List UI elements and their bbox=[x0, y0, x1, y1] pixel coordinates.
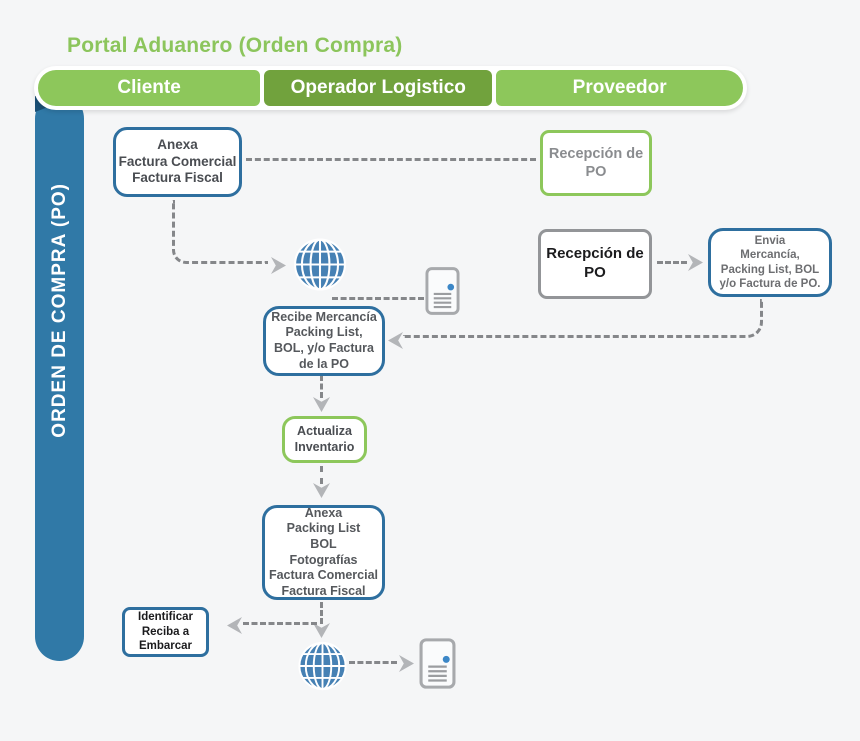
node-envia-mercancia-label: Envia Mercancía, Packing List, BOL y/o F… bbox=[719, 234, 821, 290]
diagram-title: Portal Aduanero (Orden Compra) bbox=[67, 34, 403, 57]
globe-icon bbox=[294, 238, 346, 291]
node-envia-mercancia: Envia Mercancía, Packing List, BOL y/o F… bbox=[708, 228, 832, 297]
connector-anexa-docs-to-globe bbox=[320, 602, 323, 624]
lane-label-proveedor: Proveedor bbox=[572, 77, 667, 98]
arrowhead-to-anexa-docs bbox=[313, 483, 330, 498]
node-anexa-facturas-label: Anexa Factura Comercial Factura Fiscal bbox=[118, 136, 237, 186]
node-recibe-mercancia: Recibe Mercancía Packing List, BOL, y/o … bbox=[263, 306, 385, 376]
node-recepcion-po-proveedor: Recepción de PO bbox=[540, 130, 652, 196]
server-icon bbox=[419, 638, 456, 689]
orden-de-compra-ribbon bbox=[35, 94, 84, 661]
node-recepcion-po-proveedor-label: Recepción de PO bbox=[548, 145, 644, 180]
lane-label-cliente: Cliente bbox=[117, 77, 181, 98]
arrowhead-to-envia bbox=[688, 254, 703, 271]
arrowhead-to-server-bottom bbox=[399, 655, 414, 672]
connector-to-identificar bbox=[243, 622, 317, 625]
arrowhead-to-globe-bottom bbox=[313, 623, 330, 638]
node-identificar-reciba: Identificar Reciba a Embarcar bbox=[122, 607, 209, 657]
node-actualiza-inventario: Actualiza Inventario bbox=[282, 416, 367, 463]
lane-header-proveedor: Proveedor bbox=[496, 70, 743, 106]
connector-globe-to-server-bottom bbox=[349, 661, 397, 664]
lane-header-operador-logistico: Operador Logistico bbox=[264, 70, 493, 106]
arrowhead-to-actualiza bbox=[313, 397, 330, 412]
connector-anexa-to-globe bbox=[172, 200, 268, 264]
node-identificar-reciba-label: Identificar Reciba a Embarcar bbox=[138, 611, 193, 653]
lane-header-bar: Cliente Operador Logistico Proveedor bbox=[34, 66, 747, 110]
connector-anexa-to-recepcion-proveedor bbox=[246, 158, 536, 161]
ribbon-label-wrap: ORDEN DE COMPRA (PO) bbox=[35, 110, 84, 510]
node-anexa-documentos: Anexa Packing List BOL Fotografías Factu… bbox=[262, 505, 385, 600]
arrowhead-to-globe bbox=[271, 257, 286, 274]
connector-recepcion-to-envia bbox=[657, 261, 687, 264]
node-anexa-documentos-label: Anexa Packing List BOL Fotografías Factu… bbox=[268, 505, 379, 598]
arrowhead-to-identificar bbox=[227, 617, 242, 634]
node-anexa-facturas: Anexa Factura Comercial Factura Fiscal bbox=[113, 127, 242, 197]
node-actualiza-inventario-label: Actualiza Inventario bbox=[294, 423, 355, 454]
node-recepcion-po-operador-label: Recepción de PO bbox=[546, 245, 644, 281]
connector-envia-to-recibe bbox=[403, 299, 763, 338]
lane-header-cliente: Cliente bbox=[38, 70, 261, 106]
server-icon bbox=[425, 267, 460, 315]
lane-label-operador-logistico: Operador Logistico bbox=[290, 77, 466, 98]
orden-de-compra-label: ORDEN DE COMPRA (PO) bbox=[48, 182, 70, 438]
connector-recibe-to-actualiza bbox=[320, 375, 323, 398]
node-recibe-mercancia-label: Recibe Mercancía Packing List, BOL, y/o … bbox=[271, 309, 377, 371]
arrowhead-to-recibe bbox=[388, 332, 403, 349]
node-recepcion-po-operador: Recepción de PO bbox=[538, 229, 652, 299]
connector-actualiza-to-anexa-docs bbox=[320, 466, 323, 484]
connector-globe-to-server bbox=[332, 297, 424, 300]
globe-icon bbox=[298, 641, 347, 691]
